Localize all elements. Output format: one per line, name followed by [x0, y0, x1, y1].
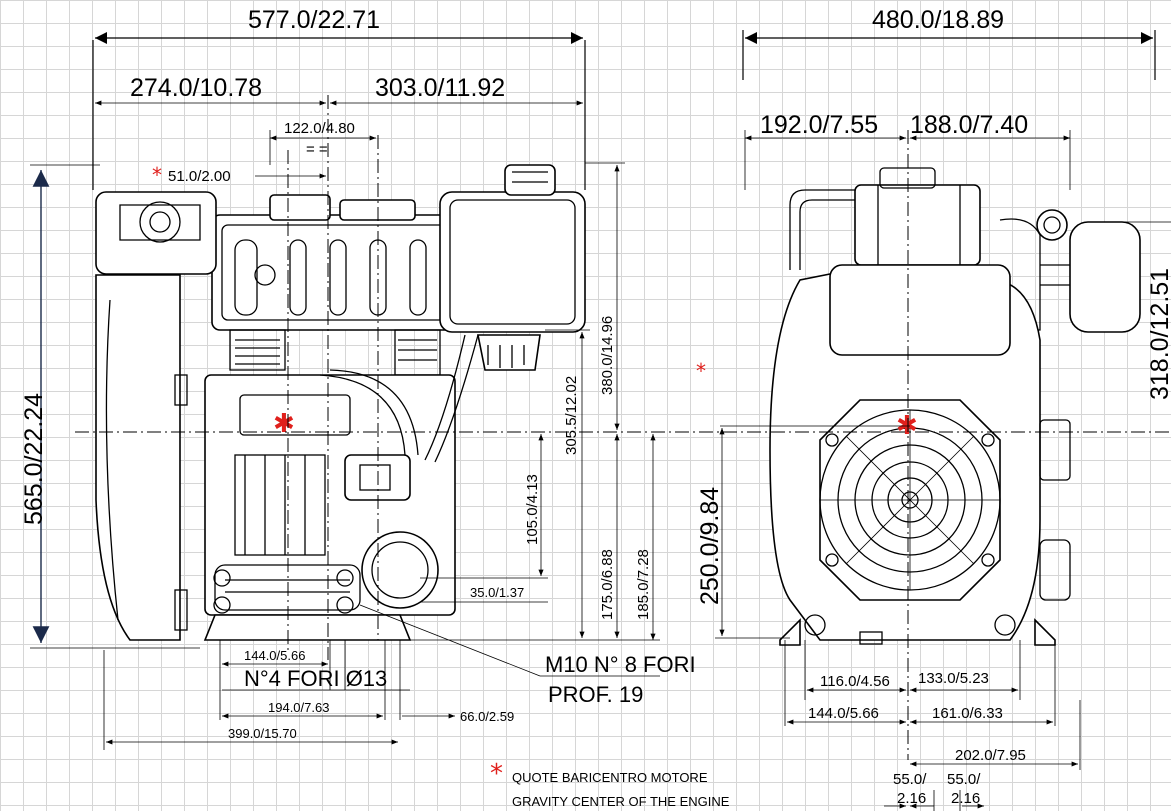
dim-side-144: 144.0/5.66	[808, 705, 879, 722]
note-4-holes: N°4 FORI Ø13	[244, 666, 387, 691]
dim-gravity-offset: 51.0/2.00	[168, 168, 231, 185]
note-depth: PROF. 19	[548, 682, 643, 707]
dim-right-part: 303.0/11.92	[375, 74, 505, 102]
dim-side-133: 133.0/5.23	[918, 670, 989, 687]
dim-side-202: 202.0/7.95	[955, 747, 1026, 764]
legend-asterisk-icon: *	[490, 759, 503, 789]
dim-side-left: 192.0/7.55	[760, 111, 878, 139]
dim-height-105: 105.0/4.13	[524, 474, 541, 545]
note-m10-holes: M10 N° 8 FORI	[545, 652, 696, 677]
dim-top-overall-right: 480.0/18.89	[872, 6, 1004, 34]
dim-height-250: 250.0/9.84	[696, 487, 724, 605]
dim-height-175: 175.0/6.88	[599, 549, 616, 620]
dim-height-305: 305.5/12.02	[563, 376, 580, 455]
legend-line-2: GRAVITY CENTER OF THE ENGINE	[512, 794, 730, 809]
dim-top-overall-left: 577.0/22.71	[248, 6, 380, 34]
gravity-center-marker-front: ✱	[273, 409, 295, 439]
dim-side-55-b-bottom: 2.16	[951, 790, 980, 807]
center-lines	[75, 95, 1171, 760]
dimension-lines-front	[30, 32, 660, 750]
dim-center-offset: 122.0/4.80	[284, 120, 355, 137]
dim-35: 35.0/1.37	[470, 585, 524, 600]
legend: * QUOTE BARICENTRO MOTORE GRAVITY CENTER…	[490, 759, 730, 809]
dim-side-116: 116.0/4.56	[820, 673, 890, 690]
front-view: ✱	[95, 164, 586, 641]
side-view: ✱	[769, 167, 1141, 646]
equal-mark: = =	[306, 141, 328, 158]
dimension-lines-side	[715, 30, 1171, 811]
dim-height-380: 380.0/14.96	[599, 316, 616, 395]
dim-side-161: 161.0/6.33	[932, 705, 1003, 722]
gravity-asterisk-250: *	[696, 359, 706, 383]
dim-base-194: 194.0/7.63	[268, 700, 329, 715]
dim-side-55-b-top: 55.0/	[947, 771, 981, 788]
legend-line-1: QUOTE BARICENTRO MOTORE	[512, 770, 708, 785]
dim-base-66: 66.0/2.59	[460, 709, 514, 724]
dim-base-399: 399.0/15.70	[228, 726, 297, 741]
dimension-labels: 577.0/22.71 480.0/18.89 274.0/10.78 303.…	[20, 6, 1171, 807]
dim-base-144: 144.0/5.66	[244, 648, 305, 663]
dim-side-right: 188.0/7.40	[910, 111, 1028, 139]
dim-height-overall: 565.0/22.24	[20, 393, 48, 525]
gravity-asterisk-51: *	[152, 163, 162, 187]
dim-height-185: 185.0/7.28	[635, 549, 652, 620]
dim-left-part: 274.0/10.78	[130, 74, 262, 102]
dim-height-318: 318.0/12.51	[1146, 268, 1171, 400]
dim-side-55-a-top: 55.0/	[893, 771, 927, 788]
dim-side-55-a-bottom: 2.16	[897, 790, 926, 807]
